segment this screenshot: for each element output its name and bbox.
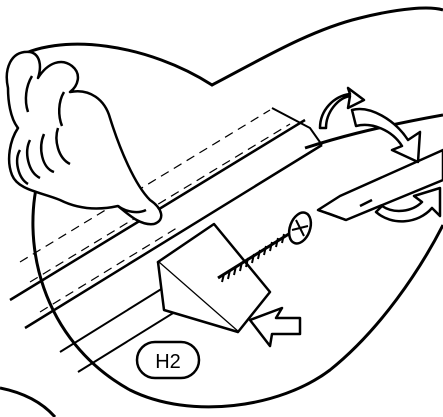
step-label: H2	[137, 342, 199, 378]
push-arrow	[250, 308, 300, 346]
wedge-block	[158, 224, 270, 332]
hand-pressing-trim	[7, 52, 161, 224]
step-label-text: H2	[155, 351, 181, 373]
